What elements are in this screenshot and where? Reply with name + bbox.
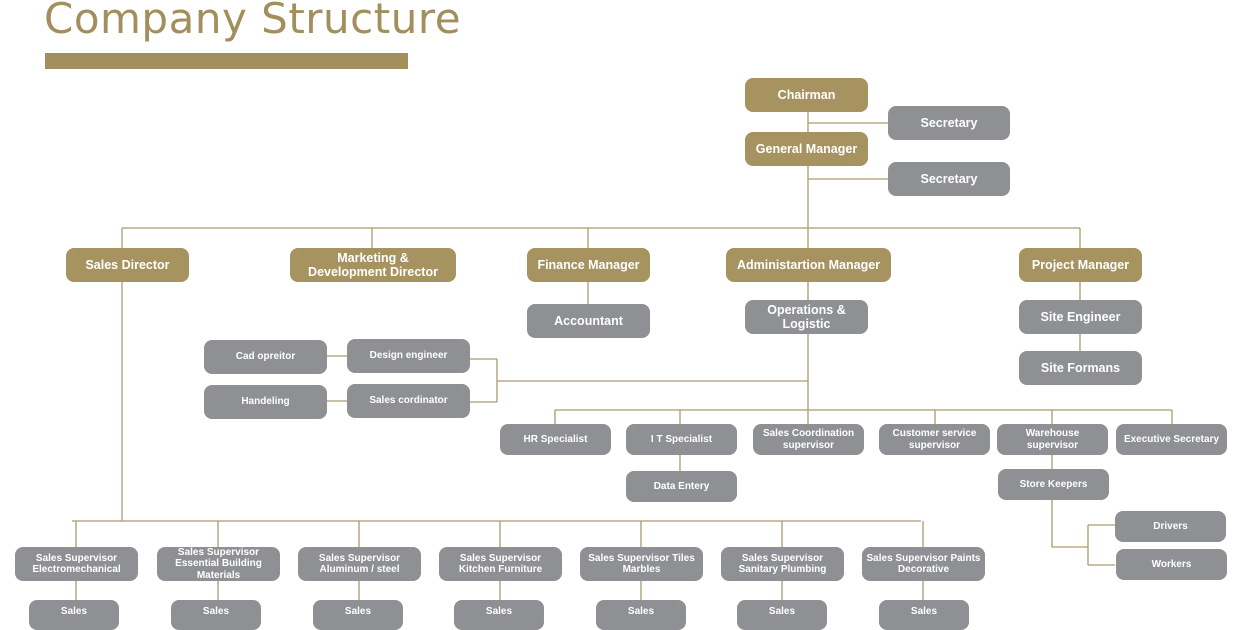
- node-site-formans: Site Formans: [1019, 351, 1142, 385]
- node-sales: Sales: [737, 600, 827, 630]
- connector: [679, 455, 1115, 566]
- node-sales-cordinator: Sales cordinator: [347, 384, 470, 418]
- node-sales-supervisor: Sales Supervisor Aluminum / steel: [298, 547, 421, 581]
- connector: [121, 227, 1081, 248]
- node-workers: Workers: [1116, 549, 1227, 580]
- page-title: Company Structure: [44, 0, 462, 43]
- node-sales-supervisor: Sales Supervisor Sanitary Plumbing: [721, 547, 844, 581]
- node-sales-supervisor: Sales Supervisor Tiles Marbles: [580, 547, 703, 581]
- node-sales-supervisor: Sales Supervisor Electromechanical: [15, 547, 138, 581]
- node-sales: Sales: [454, 600, 544, 630]
- connector: [327, 282, 809, 410]
- node-it-specialist: I T Specialist: [626, 424, 737, 455]
- node-store-keepers: Store Keepers: [998, 469, 1109, 500]
- node-sales: Sales: [171, 600, 261, 630]
- node-chairman: Chairman: [745, 78, 868, 112]
- node-sales-supervisor: Sales Supervisor Essential Building Mate…: [157, 547, 280, 581]
- connector: [75, 521, 924, 547]
- node-cad-operator: Cad opreitor: [204, 340, 327, 374]
- title-underline: [45, 53, 408, 69]
- connector: [75, 581, 924, 600]
- connector: [72, 282, 921, 522]
- node-secretary: Secretary: [888, 106, 1010, 140]
- node-project-manager: Project Manager: [1019, 248, 1142, 282]
- node-executive-secretary: Executive Secretary: [1116, 424, 1227, 455]
- connector: [554, 409, 1173, 424]
- node-secretary: Secretary: [888, 162, 1010, 196]
- node-general-manager: General Manager: [745, 132, 868, 166]
- node-sales-director: Sales Director: [66, 248, 189, 282]
- node-warehouse-supervisor: Warehouse supervisor: [997, 424, 1108, 455]
- node-hr-specialist: HR Specialist: [500, 424, 611, 455]
- node-site-engineer: Site Engineer: [1019, 300, 1142, 334]
- node-administration-manager: Administartion Manager: [726, 248, 891, 282]
- node-marketing-director: Marketing & Development Director: [290, 248, 456, 282]
- node-finance-manager: Finance Manager: [527, 248, 650, 282]
- node-operations-logistic: Operations & Logistic: [745, 300, 868, 334]
- node-handeling: Handeling: [204, 385, 327, 419]
- node-data-entry: Data Entery: [626, 471, 737, 502]
- node-customer-service-supervisor: Customer service supervisor: [879, 424, 990, 455]
- node-sales-supervisor: Sales Supervisor Kitchen Furniture: [439, 547, 562, 581]
- node-sales: Sales: [596, 600, 686, 630]
- node-sales: Sales: [313, 600, 403, 630]
- node-sales: Sales: [29, 600, 119, 630]
- node-design-engineer: Design engineer: [347, 339, 470, 373]
- node-drivers: Drivers: [1115, 511, 1226, 542]
- node-sales-coordination-supervisor: Sales Coordination supervisor: [753, 424, 864, 455]
- node-sales-supervisor: Sales Supervisor Paints Decorative: [862, 547, 985, 581]
- node-sales: Sales: [879, 600, 969, 630]
- node-accountant: Accountant: [527, 304, 650, 338]
- connector: [807, 112, 888, 228]
